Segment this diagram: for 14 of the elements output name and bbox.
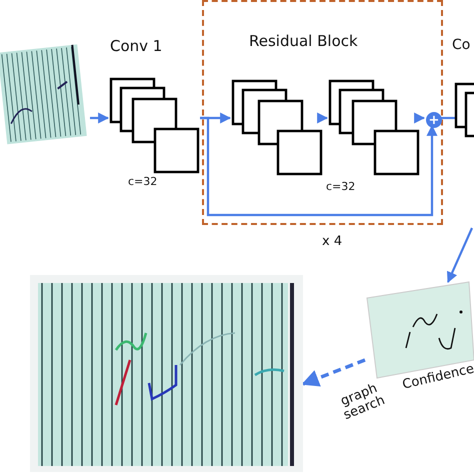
node-label: x 4 [322, 234, 342, 249]
channel-count: c=32 [326, 180, 356, 193]
arrow [200, 116, 438, 216]
arrow [317, 112, 328, 124]
layer-title: Conv 1 [110, 37, 162, 55]
arrow [414, 112, 426, 124]
arrow [447, 228, 473, 283]
arrow [301, 358, 366, 386]
sum-node: + [426, 112, 442, 128]
arrow [90, 112, 110, 124]
node-label: Confidence [401, 362, 474, 393]
layer-title: Residual Block [249, 32, 358, 50]
channel-count: c=32 [128, 175, 158, 188]
layer-title: Co [452, 37, 470, 53]
